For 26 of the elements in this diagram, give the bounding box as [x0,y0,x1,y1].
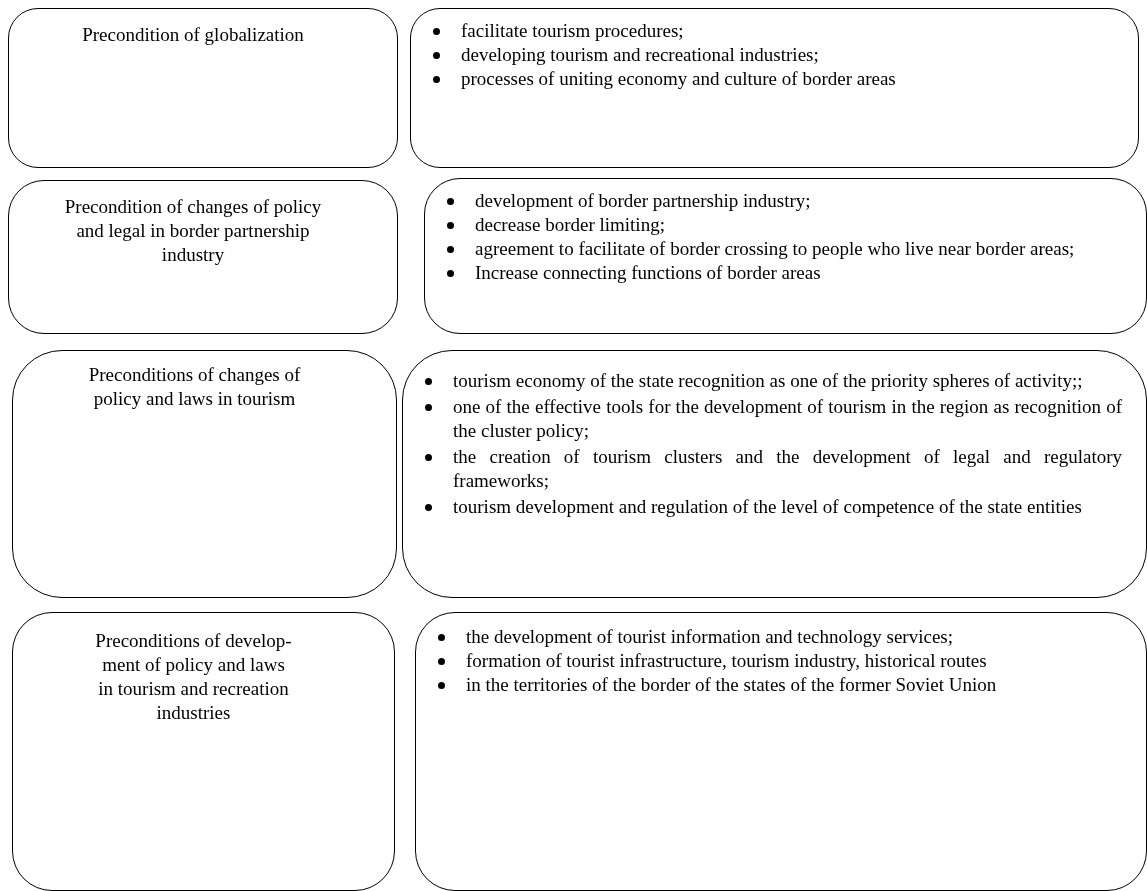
heading-box [8,8,398,168]
bullet-text: one of the effective tools for the development of tourism in the region as recognition of the cluster policy; [453,396,1122,441]
bullet-list-box [402,350,1147,598]
heading-text: Precondition of changes of policy and legal in border partnership industry [63,195,323,267]
bullet-text: developing tourism and recreational industries; [461,44,819,65]
bullet-text: development of border partnership industry; [475,190,811,211]
heading-box [8,180,398,334]
bullet-list-box [410,8,1139,168]
heading-text: Precondition of globalization [81,23,305,47]
bullet-text: facilitate tourism procedures; [461,20,684,41]
bullet-text: tourism development and regulation of the level of competence of the state entities [453,496,1082,517]
heading-text: Preconditions of develop- ment of policy and laws in tourism and recreation industries [94,629,293,725]
bullet-text: the development of tourist information and technology services; [466,626,953,647]
heading-text: Preconditions of changes of policy and laws in tourism [87,363,302,411]
bullet-text: decrease border limiting; [475,214,665,235]
bullet-text: processes of uniting economy and culture of border areas [461,68,896,89]
bullet-text: in the territories of the border of the states of the former Soviet Union [466,674,997,695]
bullet-text: tourism economy of the state recognition as one of the priority spheres of activity;; [453,370,1083,391]
bullet-text: agreement to facilitate of border crossing to people who live near border areas; [475,238,1075,259]
bullet-text: formation of tourist infrastructure, tourism industry, historical routes [466,650,987,671]
heading-box [12,350,397,598]
bullet-text: the creation of tourism clusters and the development of legal and regulatory frameworks; [453,446,1122,491]
bullet-list-box [424,178,1147,334]
bullet-list-box [415,612,1147,891]
bullet-text: Increase connecting functions of border areas [475,262,821,283]
heading-box [12,612,395,891]
